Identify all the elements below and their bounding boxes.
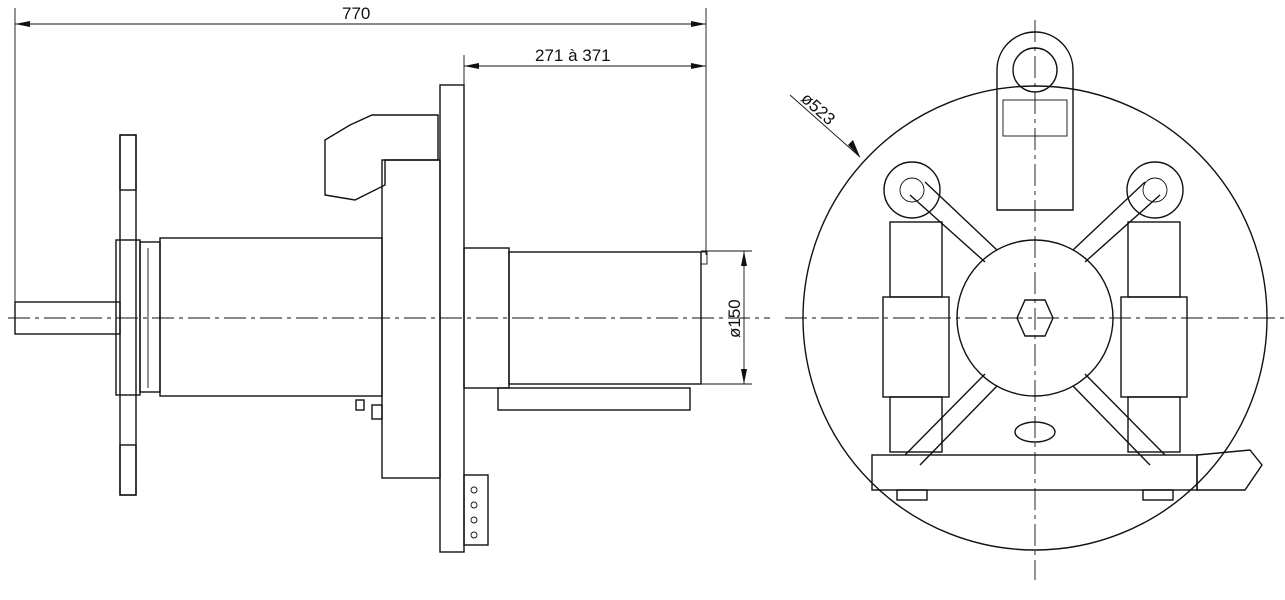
- side-view: [8, 84, 770, 553]
- dimension-label-stroke: 271 à 371: [535, 46, 611, 65]
- dimension-label-523: ø523: [797, 89, 839, 129]
- dimension-diameter-523: ø523: [789, 89, 861, 158]
- front-view: [785, 20, 1285, 580]
- nameplate: [1002, 99, 1068, 137]
- dimension-stroke: 271 à 371: [463, 46, 706, 248]
- dimension-label-770: 770: [342, 4, 370, 23]
- dimension-770: 770: [14, 4, 707, 305]
- dimension-label-150: ø150: [725, 299, 744, 338]
- dimension-diameter-150: ø150: [701, 250, 752, 385]
